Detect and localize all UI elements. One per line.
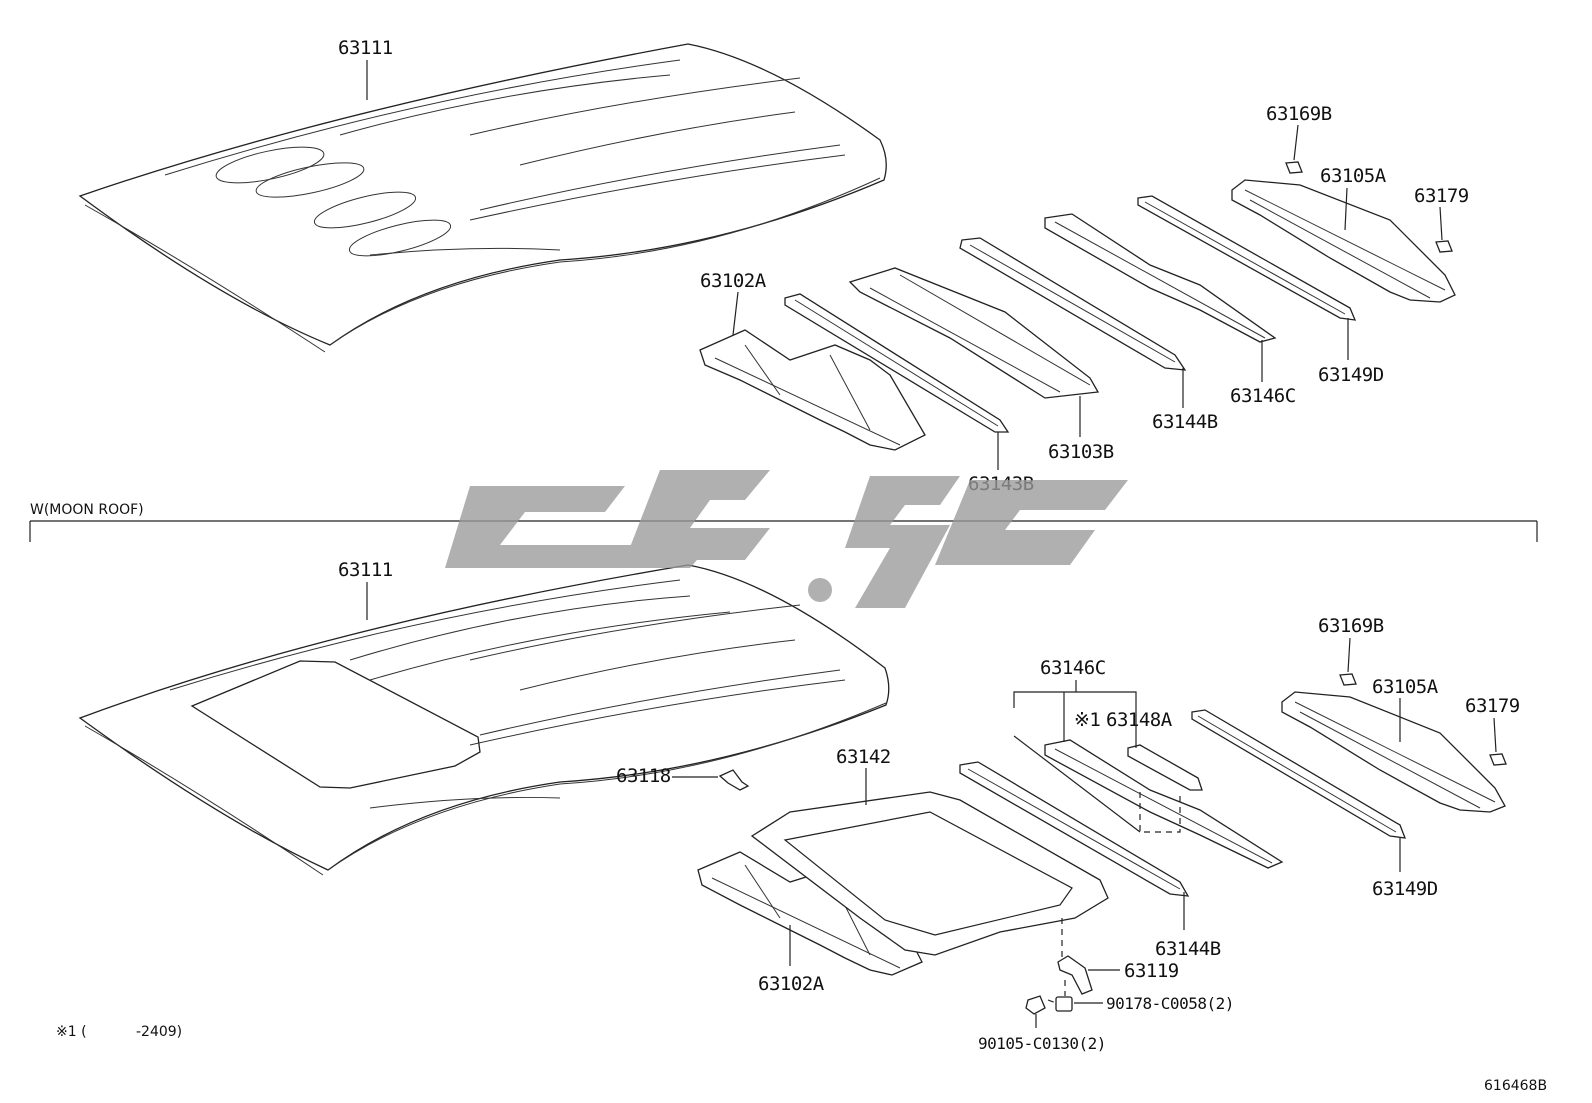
upper-clip-63169B [1285,161,1303,174]
lower-clip-63179 [1489,753,1507,766]
lower-dashed-guides [1047,792,1181,1004]
diagram-code: 616468B [1484,1078,1547,1094]
upper-header-63105A [1231,179,1456,303]
upper-bow-63144B [959,237,1187,371]
label-lower-bolt: 90105-C0130(2) [978,1034,1106,1053]
lower-roof-panel [78,564,890,876]
upper-roof-panel [78,43,887,353]
label-lower-nut: 90178-C0058(2) [1106,994,1234,1013]
upper-bow-63103B [848,267,1100,399]
label-upper-63146C: 63146C [1230,385,1296,407]
label-lower-63102A: 63102A [758,973,825,995]
label-lower-63149D: 63149D [1372,878,1438,900]
lower-bracket-63118 [718,769,750,791]
label-lower-63119: 63119 [1124,960,1179,982]
upper-bow-63143B [784,293,1010,433]
footnote-marker: ※1 ( [56,1024,87,1040]
lower-nut [1055,996,1073,1012]
lower-front-header [697,851,923,976]
label-lower-63144B: 63144B [1155,938,1221,960]
label-lower-63105A: 63105A [1372,676,1439,698]
upper-clip-63179 [1435,240,1453,253]
label-upper-63144B: 63144B [1152,411,1218,433]
label-lower-63148A: 63148A [1106,709,1173,731]
upper-leaders [366,60,1443,470]
label-lower-note-marker: ※1 [1074,709,1100,731]
label-upper-63111: 63111 [338,37,393,59]
label-upper-63102A: 63102A [700,270,767,292]
lower-bow-63146C [1044,739,1284,869]
lower-sunroof-frame [750,791,1109,956]
lower-clip-63169B [1339,673,1357,686]
label-upper-63105A: 63105A [1320,165,1387,187]
lower-bow-63149D [1191,709,1406,839]
lower-leaders [366,582,1497,1028]
lower-bolt [1025,995,1046,1015]
label-upper-63103B: 63103B [1048,441,1114,463]
label-lower-63179: 63179 [1465,695,1520,717]
upper-bow-63149D [1137,195,1357,321]
lower-bow-63148A [1127,744,1203,791]
label-lower-63118: 63118 [616,765,671,787]
label-lower-63169B: 63169B [1318,615,1384,637]
watermark-logo [445,470,1128,608]
label-upper-63169B: 63169B [1266,103,1332,125]
moon-roof-bracket [29,520,1538,542]
lower-bracket-63119 [1057,955,1093,995]
upper-bow-63146C [1044,213,1277,343]
label-upper-63179: 63179 [1414,185,1469,207]
footnote-range: -2409) [136,1024,182,1040]
label-lower-63111: 63111 [338,559,393,581]
label-upper-63149D: 63149D [1318,364,1384,386]
label-lower-63146C: 63146C [1040,657,1106,679]
label-lower-63142: 63142 [836,746,891,768]
lower-bow-63144B [959,761,1190,897]
upper-front-header [699,329,926,451]
section-label-moon-roof: W(MOON ROOF) [30,502,144,518]
lower-header-63105A [1281,691,1506,813]
